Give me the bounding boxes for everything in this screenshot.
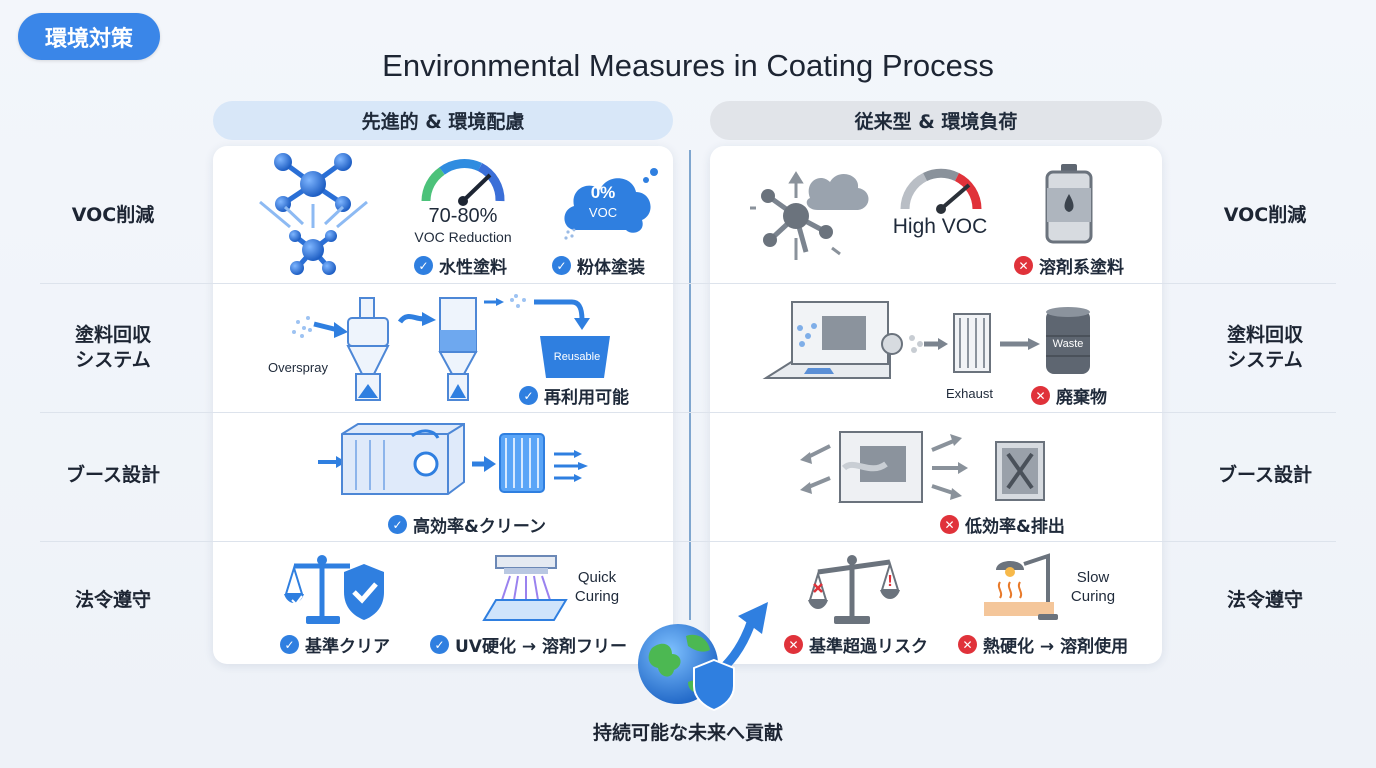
solvent-can-icon — [1045, 164, 1093, 244]
balance-scale-shield-icon — [284, 555, 384, 624]
row-label-voc: VOC削減 — [71, 204, 155, 226]
check-water-based: ✓ 水性塗料 — [414, 253, 507, 278]
cloud-caption: VOC — [588, 205, 618, 220]
high-voc-gauge-icon — [900, 168, 982, 214]
waste-drum-label: Waste — [1052, 338, 1084, 350]
row-label-recovery: 塗料回収 システム — [74, 324, 151, 371]
cloud-icon — [564, 168, 658, 240]
overspray-label: Overspray — [268, 360, 328, 375]
unbalanced-scale-icon: ! — [808, 555, 900, 624]
check-icon: ✓ — [388, 515, 407, 534]
voc-gauge-caption: VOC Reduction — [414, 229, 512, 245]
high-voc-label: High VOC — [892, 215, 988, 238]
advanced-panel — [213, 146, 673, 664]
cross-icon: ✕ — [784, 635, 803, 654]
cross-exceed-risk: ✕ 基準超過リスク — [784, 632, 928, 657]
check-icon: ✓ — [552, 256, 571, 275]
check-label: 基準クリア — [305, 637, 390, 657]
row-label-recovery-right: 塗料回収 システム — [1226, 324, 1303, 371]
cross-waste: ✕ 廃棄物 — [1031, 383, 1107, 408]
globe-shield-arrow-icon — [638, 602, 768, 712]
page-title: Environmental Measures in Coating Proces… — [382, 48, 994, 83]
row-label-voc-right: VOC削減 — [1223, 204, 1307, 226]
cross-label: 廃棄物 — [1056, 388, 1107, 408]
footer-slogan: 持続可能な未来へ貢献 — [592, 722, 783, 744]
check-uv-curing: ✓ UV硬化 → 溶剤フリー — [430, 632, 627, 657]
check-label: UV硬化 → 溶剤フリー — [455, 637, 628, 657]
check-standard-clear: ✓ 基準クリア — [280, 632, 390, 657]
cross-heat-curing: ✕ 熱硬化 → 溶剤使用 — [958, 632, 1128, 657]
check-label: 再利用可能 — [544, 388, 629, 408]
row-label-booth: ブース設計 — [65, 464, 161, 486]
inefficient-booth-icon — [800, 431, 1045, 503]
molecule-smoke-icon — [750, 171, 869, 260]
cross-label: 基準超過リスク — [809, 637, 928, 657]
column-header-conventional: 従来型 & 環境負荷 — [710, 101, 1162, 140]
check-icon: ✓ — [430, 635, 449, 654]
exhaust-label: Exhaust — [946, 386, 993, 401]
check-label: 高効率&クリーン — [413, 517, 546, 537]
check-efficient-clean: ✓ 高効率&クリーン — [388, 512, 546, 537]
cross-icon: ✕ — [1014, 256, 1033, 275]
check-powder: ✓ 粉体塗装 — [552, 253, 645, 278]
cross-label: 溶剤系塗料 — [1039, 258, 1124, 278]
check-label: 水性塗料 — [439, 258, 507, 278]
reusable-bin-label: Reusable — [553, 351, 601, 363]
check-reusable: ✓ 再利用可能 — [519, 383, 629, 408]
quick-curing-label: Quick Curing — [574, 569, 620, 605]
check-icon: ✓ — [280, 635, 299, 654]
clean-booth-icon — [318, 423, 588, 495]
svg-text:!: ! — [887, 573, 892, 590]
section-tag: 環境対策 — [18, 13, 160, 60]
row-divider — [40, 541, 1336, 542]
row-divider — [40, 412, 1336, 413]
column-divider — [689, 150, 691, 620]
row-divider — [40, 283, 1336, 284]
check-icon: ✓ — [519, 386, 538, 405]
cross-icon: ✕ — [1031, 386, 1050, 405]
spray-booth-exhaust-icon — [762, 301, 1090, 379]
molecule-icon — [259, 153, 368, 275]
cross-label: 低効率&排出 — [965, 517, 1065, 537]
row-label-compliance: 法令遵守 — [74, 589, 151, 611]
cross-label: 熱硬化 → 溶剤使用 — [983, 637, 1129, 657]
cloud-value: 0% — [590, 183, 616, 202]
voc-gauge-value: 70-80% — [428, 205, 498, 227]
cross-icon: ✕ — [940, 515, 959, 534]
cross-inefficient: ✕ 低効率&排出 — [940, 512, 1065, 537]
row-label-compliance-right: 法令遵守 — [1226, 589, 1303, 611]
uv-curing-icon — [482, 555, 568, 621]
cross-icon: ✕ — [958, 635, 977, 654]
slow-curing-label: Slow Curing — [1070, 569, 1116, 605]
row-label-booth-right: ブース設計 — [1217, 464, 1313, 486]
cross-solvent: ✕ 溶剤系塗料 — [1014, 253, 1124, 278]
cyclone-recovery-icon — [292, 294, 610, 401]
gauge-icon — [421, 159, 505, 206]
check-label: 粉体塗装 — [577, 258, 645, 278]
heat-lamp-icon — [984, 553, 1058, 620]
check-icon: ✓ — [414, 256, 433, 275]
column-header-advanced: 先進的 & 環境配慮 — [213, 101, 673, 140]
